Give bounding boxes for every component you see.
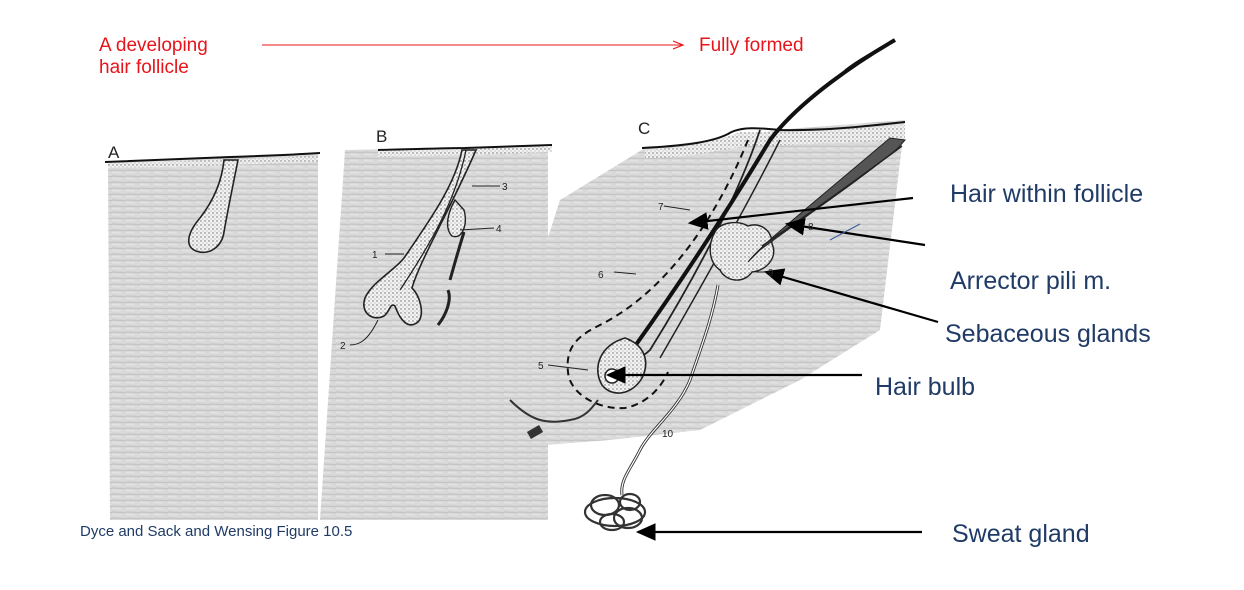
numeral-8: 8 xyxy=(808,222,814,233)
panel-letter-c: C xyxy=(638,119,650,138)
arrow-sebaceous-glands xyxy=(763,268,939,324)
label-hair-bulb: Hair bulb xyxy=(875,373,976,401)
label-hair-within-follicle: Hair within follicle xyxy=(950,180,1144,208)
numeral-4: 4 xyxy=(496,224,502,235)
fully-formed-label: Fully formed xyxy=(699,35,804,56)
numeral-10: 10 xyxy=(662,429,674,440)
numeral-9: 9 xyxy=(768,268,774,279)
sweat-gland-coil xyxy=(583,492,647,532)
label-arrector-pili: Arrector pili m. xyxy=(950,267,1112,295)
numeral-6: 6 xyxy=(598,270,604,281)
hair-peg xyxy=(188,159,239,253)
panel-c-drawing xyxy=(480,38,906,532)
developing-line-1: A developing xyxy=(99,35,208,56)
numeral-5: 5 xyxy=(538,361,544,372)
panel-b-drawing xyxy=(320,144,553,520)
panel-letter-a: A xyxy=(108,143,120,162)
developing-label: A developing hair follicle xyxy=(99,35,208,79)
label-sweat-gland: Sweat gland xyxy=(952,520,1090,548)
label-sebaceous-glands: Sebaceous glands xyxy=(945,320,1151,348)
numeral-2: 2 xyxy=(340,341,346,352)
panel-letter-b: B xyxy=(376,127,387,146)
numeral-3: 3 xyxy=(502,182,508,193)
arrow-hair-within-follicle xyxy=(687,196,914,230)
developing-line-2: hair follicle xyxy=(99,56,189,78)
panel-a-drawing xyxy=(104,152,321,520)
numeral-1: 1 xyxy=(372,250,378,261)
numeral-7: 7 xyxy=(658,202,664,213)
figure-caption: Dyce and Sack and Wensing Figure 10.5 xyxy=(80,523,353,540)
arrow-arrector-pili xyxy=(784,217,926,247)
sebaceous-gland-shape xyxy=(709,221,775,281)
